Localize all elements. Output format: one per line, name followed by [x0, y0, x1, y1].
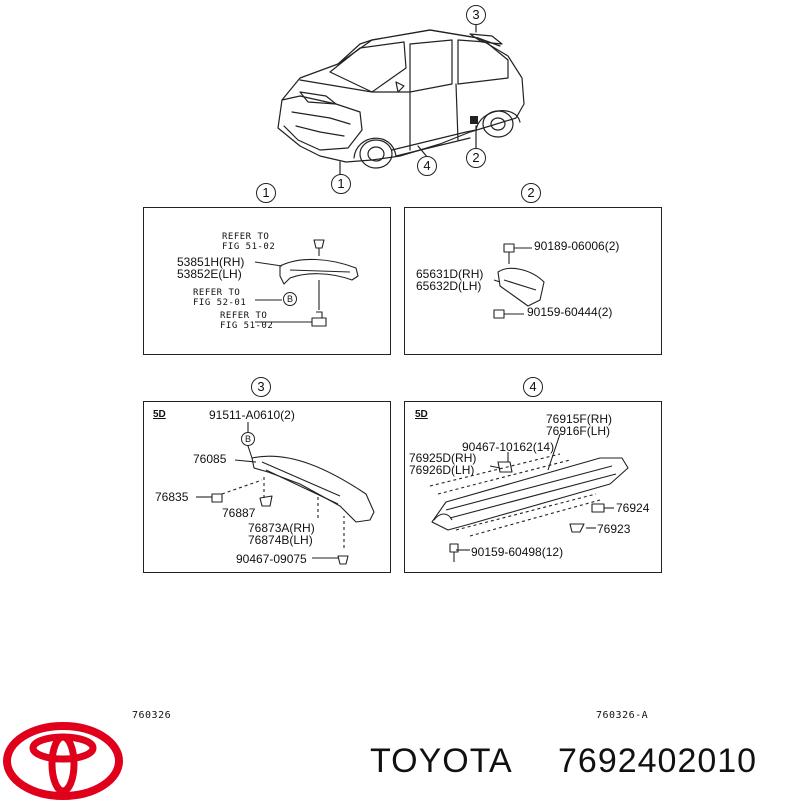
part-76926d-lh: 76926D(LH) — [409, 463, 475, 477]
part-76925d-rh: 76925D(RH) — [409, 451, 477, 465]
part-76085: 76085 — [193, 452, 227, 466]
part-76873a-rh: 76873A(RH) — [248, 521, 315, 535]
part-76923: 76923 — [597, 522, 631, 536]
refer-note-1: REFER TO FIG 51-02 — [222, 232, 276, 252]
part-76924: 76924 — [616, 501, 650, 515]
part-90189-06006: 90189-06006(2) — [534, 239, 620, 253]
diagram-code-right: 760326-A — [596, 710, 649, 721]
brand-name: TOYOTA — [370, 742, 513, 780]
diagram-code-left: 760326 — [132, 710, 172, 721]
panel-mudguard — [404, 207, 662, 355]
tag-5d-panel3: 5D — [153, 409, 166, 420]
part-76874b-lh: 76874B(LH) — [248, 533, 313, 547]
callout-car-1: 1 — [331, 174, 351, 194]
tag-5d-panel4: 5D — [415, 409, 428, 420]
part-76915f-rh: 76915F(RH) — [546, 412, 613, 426]
panel-front-bumper — [143, 207, 391, 355]
callout-car-3: 3 — [466, 5, 486, 25]
part-65631d-rh: 65631D(RH) — [416, 267, 484, 281]
part-76835: 76835 — [155, 490, 189, 504]
callout-panel-3: 3 — [251, 377, 271, 397]
part-53851h-rh: 53851H(RH) — [177, 255, 245, 269]
part-76887: 76887 — [222, 506, 256, 520]
callout-panel-1: 1 — [256, 183, 276, 203]
b-marker-panel1: B — [283, 292, 297, 306]
b-marker-panel3: B — [241, 432, 255, 446]
part-53852e-lh: 53852E(LH) — [177, 267, 242, 281]
part-90159-60498: 90159-60498(12) — [471, 545, 564, 559]
part-76916f-lh: 76916F(LH) — [546, 424, 611, 438]
part-91511-a0610: 91511-A0610(2) — [209, 408, 295, 422]
part-90467-10162: 90467-10162(14) — [462, 440, 555, 454]
part-90159-60444: 90159-60444(2) — [527, 305, 613, 319]
refer-note-3: REFER TO FIG 51-02 — [220, 311, 274, 331]
callout-car-2: 2 — [466, 148, 486, 168]
refer-note-2: REFER TO FIG 52-01 — [193, 288, 247, 308]
part-90467-09075: 90467-09075 — [236, 552, 307, 566]
part-65632d-lh: 65632D(LH) — [416, 279, 482, 293]
callout-car-4: 4 — [417, 156, 437, 176]
callout-panel-4: 4 — [523, 377, 543, 397]
callout-panel-2: 2 — [521, 183, 541, 203]
panel-rear-spoiler — [143, 401, 391, 573]
car-illustration — [277, 21, 525, 177]
part-number: 7692402010 — [558, 742, 758, 780]
